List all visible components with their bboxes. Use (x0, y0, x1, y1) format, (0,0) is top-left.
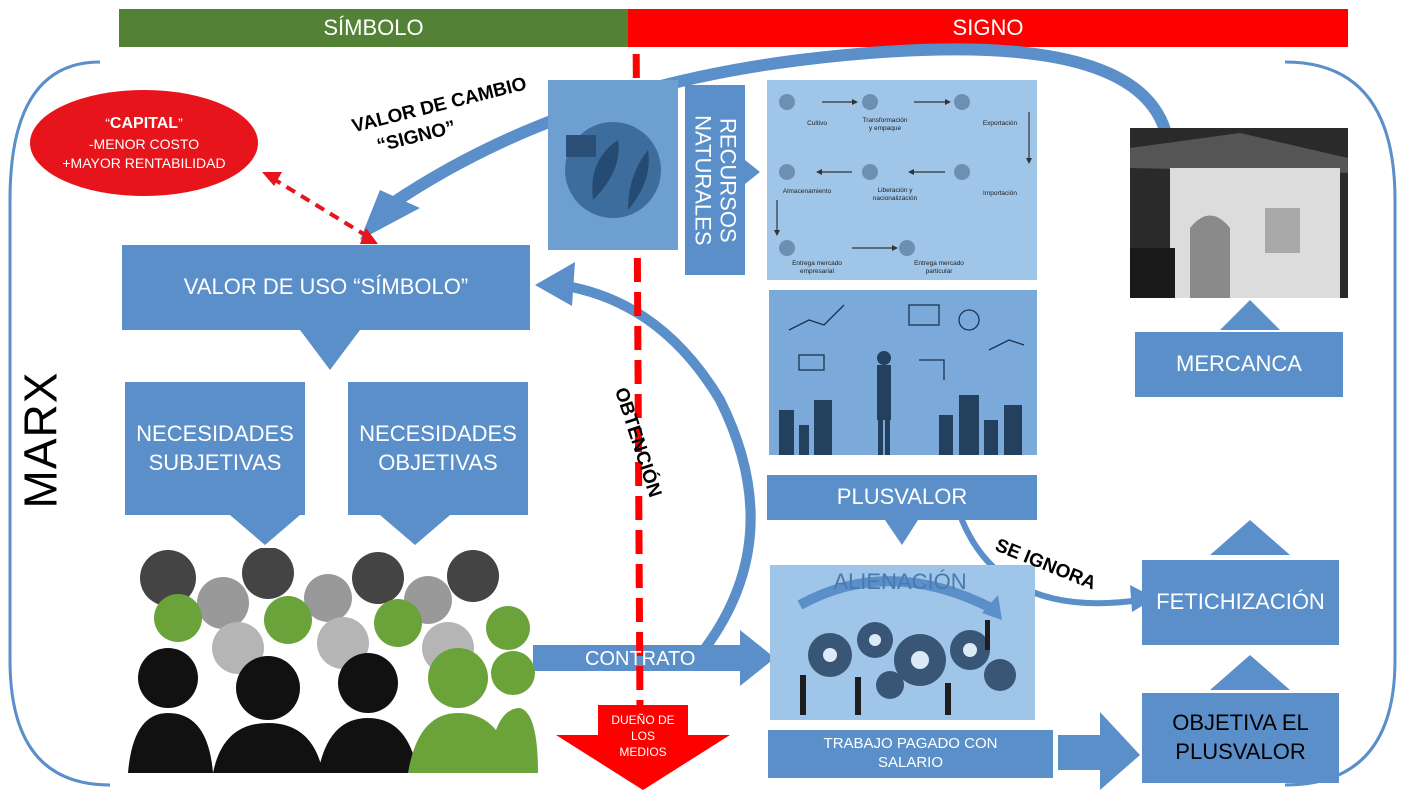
capital-line2: +MAYOR RENTABILIDAD (62, 154, 226, 171)
nec-obj-line1: NECESIDADES (359, 420, 517, 446)
trabajo-box: TRABAJO PAGADO CON SALARIO (768, 730, 1053, 778)
process-step-7b: empresarial (800, 268, 835, 275)
house-image (1130, 128, 1348, 298)
objetiva-box: OBJETIVA EL PLUSVALOR (1142, 693, 1339, 783)
up-arrow-fetich (1210, 520, 1290, 555)
obtencion-curve (559, 280, 756, 659)
up-arrow-objetiva (1210, 655, 1290, 690)
nec-obj-line2: OBJETIVAS (378, 449, 498, 475)
simbolo-header-label: SÍMBOLO (323, 15, 424, 40)
contrato-label: CONTRATO (585, 648, 696, 670)
fetichizacion-label: FETICHIZACIÓN (1156, 589, 1325, 615)
down-arrow-subj (230, 515, 300, 545)
nec-subj-line2: SUBJETIVAS (148, 449, 282, 475)
capital-ellipse: “CAPITAL” -MENOR COSTO +MAYOR RENTABILID… (30, 90, 258, 196)
trabajo-arrow (1058, 712, 1140, 790)
valor-cambio-arrowhead (360, 190, 420, 240)
process-step-4: Importación (983, 190, 1017, 197)
capital-link-head-a (262, 172, 282, 186)
necesidades-subjetivas-box: NECESIDADES SUBJETIVAS (125, 382, 305, 515)
dueno-label: DUEÑO DE LOS MEDIOS (598, 712, 688, 761)
valor-cambio-curve (386, 43, 1171, 210)
crowd-illustration (128, 548, 538, 773)
capital-title-row: “CAPITAL” (105, 115, 183, 133)
recursos-line2: NATURALES (690, 114, 715, 246)
process-step-2a: Transformación (863, 117, 908, 124)
alienacion-label: ALIENACIÓN (833, 569, 966, 594)
trabajo-line1: TRABAJO PAGADO CON (823, 735, 998, 753)
simbolo-header: SÍMBOLO (119, 9, 628, 47)
signo-header-label: SIGNO (952, 15, 1024, 40)
marx-label: MARX (14, 371, 66, 509)
up-arrow-mercanca (1220, 300, 1280, 330)
process-step-5a: Liberación y (877, 187, 913, 194)
process-step-5b: nacionalización (873, 195, 918, 202)
obtencion-arrowhead (535, 262, 575, 306)
mercanca-label: MERCANCA (1176, 351, 1302, 377)
valor-uso-box: VALOR DE USO “SÍMBOLO” (122, 245, 530, 330)
dueno-line3: MEDIOS (619, 745, 667, 760)
process-step-1: Cultivo (807, 120, 827, 127)
process-step-2b: y empaque (869, 125, 902, 132)
natural-resources-image (548, 80, 678, 250)
outer-frame-right (1284, 60, 1397, 787)
trabajo-line2: SALARIO (877, 754, 944, 771)
capital-link-head-b (360, 228, 378, 244)
process-step-8a: Entrega mercado (914, 260, 964, 267)
plusvalor-label: PLUSVALOR (836, 484, 968, 510)
outer-frame (8, 60, 111, 787)
necesidades-objetivas-box: NECESIDADES OBJETIVAS (348, 382, 528, 515)
dueno-line1: DUEÑO DE (611, 713, 675, 727)
recursos-naturales-box: RECURSOS NATURALES (685, 85, 745, 275)
contrato-arrow (533, 630, 775, 686)
objetiva-line2: PLUSVALOR (1175, 739, 1306, 764)
plusvalor-down-arrow (885, 520, 918, 545)
process-step-6: Almacenamiento (783, 188, 832, 195)
fetichizacion-box: FETICHIZACIÓN (1142, 560, 1339, 645)
recursos-arrow (745, 160, 760, 184)
process-infographic-drawing: Cultivo Transformación y empaque Exporta… (774, 94, 1032, 275)
dueno-arrow (556, 705, 730, 790)
process-step-3: Exportación (983, 120, 1018, 127)
signo-header: SIGNO (628, 9, 1348, 47)
alienacion-image: ALIENACIÓN (770, 565, 1035, 720)
recursos-line1: RECURSOS (715, 117, 741, 243)
dueno-line2: LOS (630, 729, 655, 744)
down-arrow-uso (300, 330, 360, 370)
business-sketch-image (769, 290, 1037, 455)
capital-title: CAPITAL (109, 115, 179, 133)
valor-uso-label: VALOR DE USO “SÍMBOLO” (183, 274, 469, 300)
capital-link (270, 176, 372, 240)
process-step-7a: Entrega mercado (792, 260, 842, 267)
process-step-8b: particular (926, 268, 954, 275)
mercanca-box: MERCANCA (1135, 332, 1343, 397)
nec-subj-line1: NECESIDADES (136, 420, 294, 446)
objetiva-line1: OBJETIVA EL (1172, 710, 1309, 736)
capital-line1: -MENOR COSTO (88, 135, 200, 152)
down-arrow-obj (380, 515, 450, 545)
plusvalor-box: PLUSVALOR (767, 475, 1037, 520)
